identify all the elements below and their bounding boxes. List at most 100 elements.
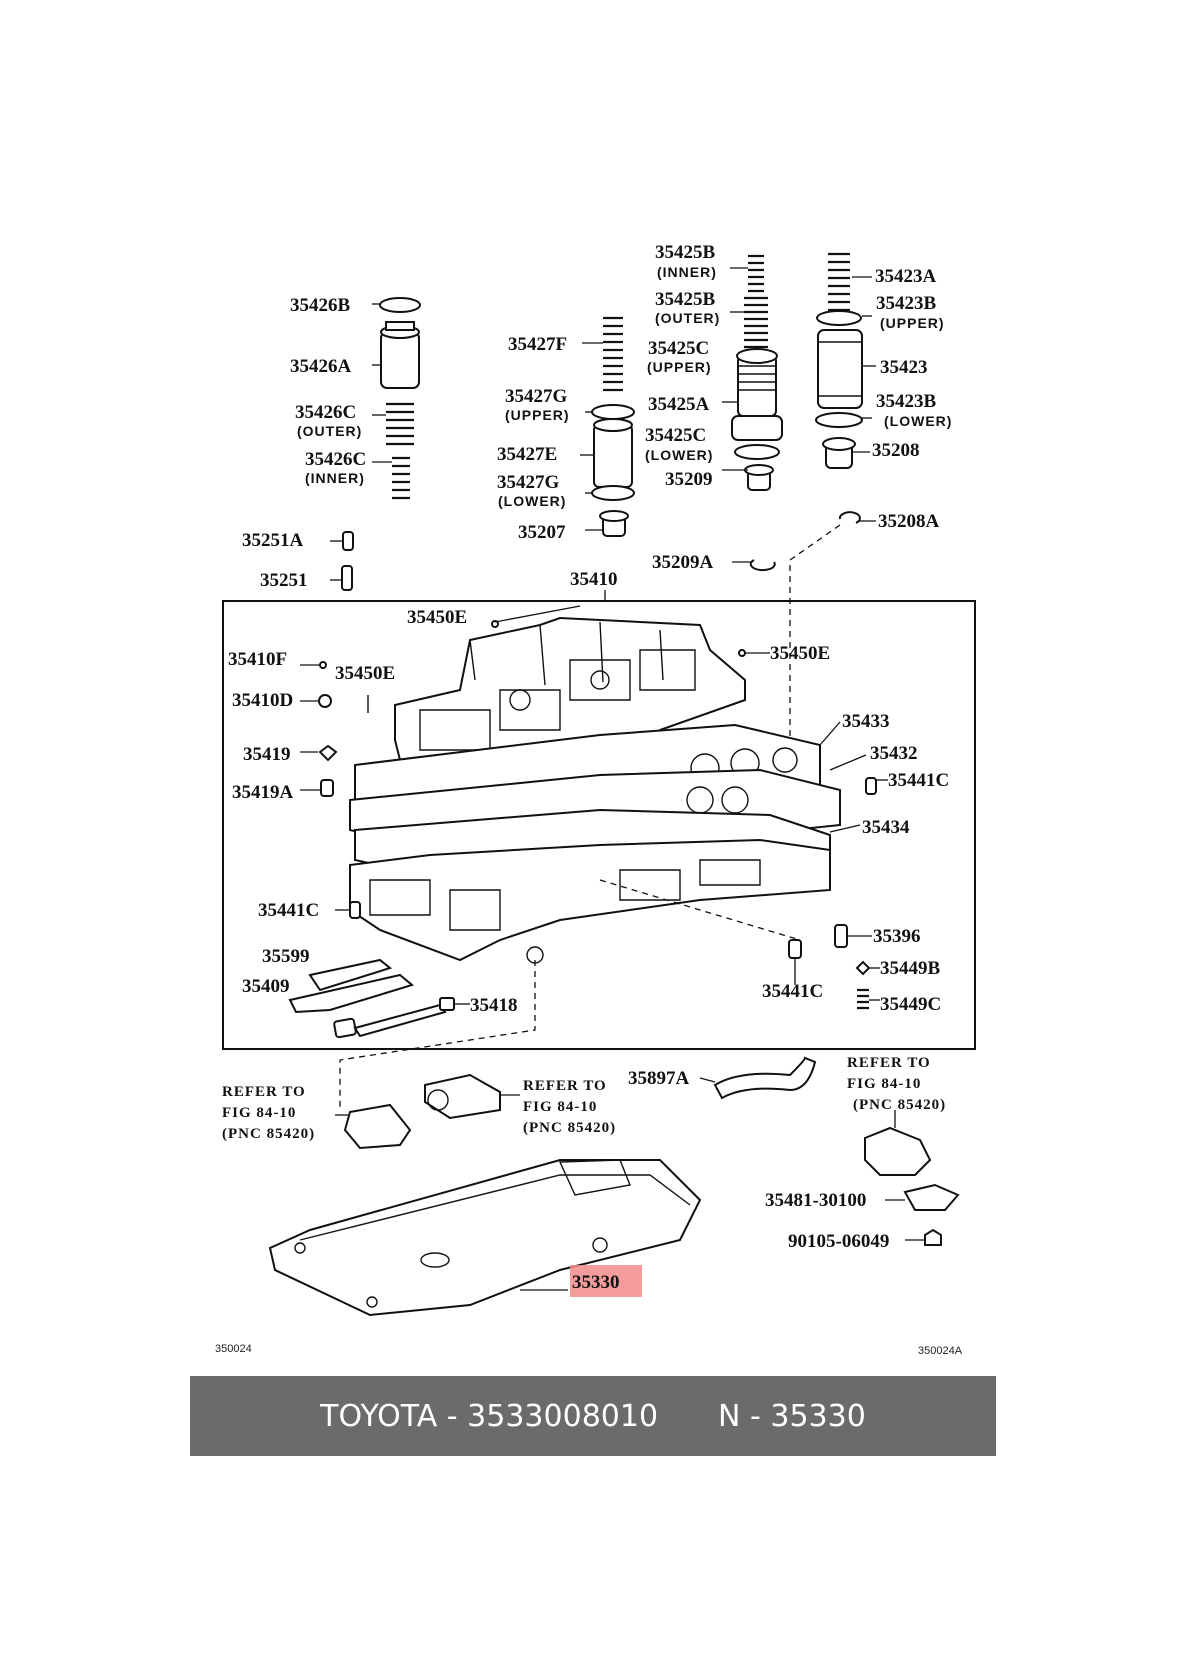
pin-35441C-right[interactable] [865, 777, 877, 795]
label-35441C-left[interactable]: 35441C [258, 900, 319, 921]
spring-35426C-inner[interactable] [392, 456, 410, 500]
pipe-35897A[interactable] [713, 1056, 817, 1100]
plunger-35425A[interactable] [737, 355, 777, 417]
label-35209[interactable]: 35209 [665, 469, 713, 490]
label-35410[interactable]: 35410 [570, 569, 618, 590]
label-35425B-outer[interactable]: 35425B [655, 289, 716, 310]
label-35897A[interactable]: 35897A [628, 1068, 690, 1089]
ball-35450E-right[interactable] [738, 649, 746, 657]
label-35427E[interactable]: 35427E [497, 444, 557, 465]
plate-35409[interactable] [288, 973, 415, 1014]
oring-35425C-lower[interactable] [734, 444, 780, 460]
pin-35441C-left[interactable] [349, 901, 361, 919]
spring-35426C-outer[interactable] [386, 402, 414, 446]
oring-35427G-lower[interactable] [591, 485, 635, 501]
plunger-35427E[interactable] [593, 424, 633, 488]
label-35418[interactable]: 35418 [470, 995, 518, 1016]
figure-code-right: 350024A [918, 1345, 963, 1357]
label-35434[interactable]: 35434 [862, 817, 910, 838]
label-35427G-lower[interactable]: 35427G [497, 472, 560, 493]
oring-35426B[interactable] [379, 297, 421, 313]
ball-35450E-top[interactable] [491, 620, 499, 628]
part-labels: 35425B (INNER) 35423A 35425B (OUTER) 354… [228, 242, 951, 1293]
oring-35425C-upper[interactable] [736, 348, 778, 364]
label-35433[interactable]: 35433 [842, 711, 890, 732]
label-35396[interactable]: 35396 [873, 926, 921, 947]
label-35419[interactable]: 35419 [243, 744, 291, 765]
label-35449B[interactable]: 35449B [880, 958, 941, 979]
valve-35419A[interactable] [320, 779, 334, 797]
label-35450E-right[interactable]: 35450E [770, 643, 830, 664]
note-left-line1: REFER TO [222, 1084, 306, 1100]
ball-35410F[interactable] [319, 661, 327, 669]
lower-valve-body[interactable] [349, 838, 831, 962]
label-35330[interactable]: 35330 [572, 1272, 620, 1293]
solenoid-right[interactable] [864, 1126, 932, 1176]
spring-35425B-inner[interactable] [748, 254, 764, 293]
label-35425A[interactable]: 35425A [648, 394, 710, 415]
ball-35410D[interactable] [318, 694, 332, 708]
spring-35423A[interactable] [828, 252, 850, 312]
clip-35209A[interactable] [749, 559, 776, 572]
label-35426C-outer[interactable]: 35426C [295, 402, 356, 423]
label-35425C-lower[interactable]: 35425C [645, 425, 706, 446]
clamp-35481[interactable] [903, 1183, 960, 1211]
label-35426A[interactable]: 35426A [290, 356, 352, 377]
label-35427G-upper-sub: (UPPER) [505, 407, 570, 423]
label-35251A[interactable]: 35251A [242, 530, 304, 551]
label-35427G-upper[interactable]: 35427G [505, 386, 568, 407]
label-35441C-right[interactable]: 35441C [888, 770, 949, 791]
label-35427F[interactable]: 35427F [508, 334, 567, 355]
plunger-35426A[interactable] [380, 331, 420, 389]
spring-35427F[interactable] [603, 316, 623, 392]
solenoid-left[interactable] [343, 1103, 412, 1150]
label-35426B[interactable]: 35426B [290, 295, 351, 316]
spring-35449C[interactable] [857, 988, 869, 1010]
pin-35441C-bottom[interactable] [788, 939, 802, 959]
spring-35425B-outer[interactable] [744, 296, 768, 349]
label-35423B-lower[interactable]: 35423B [876, 391, 937, 412]
oring-35423B-upper[interactable] [816, 310, 862, 326]
label-35450E-top[interactable]: 35450E [407, 607, 467, 628]
part-35426-group [372, 297, 421, 500]
label-35410D[interactable]: 35410D [232, 690, 293, 711]
pin-35251[interactable] [341, 565, 353, 591]
clip-35208A[interactable] [838, 511, 861, 524]
label-35423B-upper[interactable]: 35423B [876, 293, 937, 314]
label-35423[interactable]: 35423 [880, 357, 928, 378]
bolt-90105[interactable] [924, 1228, 942, 1246]
label-35432[interactable]: 35432 [870, 743, 918, 764]
label-35441C-bottom[interactable]: 35441C [762, 981, 823, 1002]
oring-35427G-upper[interactable] [591, 404, 635, 420]
check-35419[interactable] [318, 744, 338, 762]
label-35425C-upper[interactable]: 35425C [648, 338, 709, 359]
oring-35423B-lower[interactable] [815, 412, 863, 428]
figure-code-left: 350024 [215, 1343, 252, 1355]
pin-35251A[interactable] [342, 531, 354, 551]
solenoid-middle[interactable] [424, 1073, 501, 1120]
label-35419A[interactable]: 35419A [232, 782, 294, 803]
plate-35599[interactable] [308, 958, 393, 992]
label-90105-06049[interactable]: 90105-06049 [788, 1231, 889, 1252]
ball-35449B[interactable] [855, 960, 871, 976]
label-35207[interactable]: 35207 [518, 522, 566, 543]
label-35599[interactable]: 35599 [262, 946, 310, 967]
label-35449C[interactable]: 35449C [880, 994, 941, 1015]
label-35209A[interactable]: 35209A [652, 552, 714, 573]
label-35426C-inner-sub: (INNER) [305, 470, 365, 486]
plunger-35423[interactable] [817, 329, 863, 409]
label-35208A[interactable]: 35208A [878, 511, 940, 532]
pin-35396[interactable] [834, 924, 848, 948]
label-35426C-inner[interactable]: 35426C [305, 449, 366, 470]
label-35450E-left[interactable]: 35450E [335, 663, 395, 684]
label-35251[interactable]: 35251 [260, 570, 308, 591]
label-35409[interactable]: 35409 [242, 976, 290, 997]
label-35410F[interactable]: 35410F [228, 649, 287, 670]
oil-strainer-35330[interactable] [268, 1159, 702, 1317]
valve-35418[interactable] [353, 1003, 447, 1038]
label-35208[interactable]: 35208 [872, 440, 920, 461]
label-35481-30100[interactable]: 35481-30100 [765, 1190, 866, 1211]
label-35423A[interactable]: 35423A [875, 266, 937, 287]
label-35425B-inner[interactable]: 35425B [655, 242, 716, 263]
note-right-line1: REFER TO [847, 1055, 931, 1071]
